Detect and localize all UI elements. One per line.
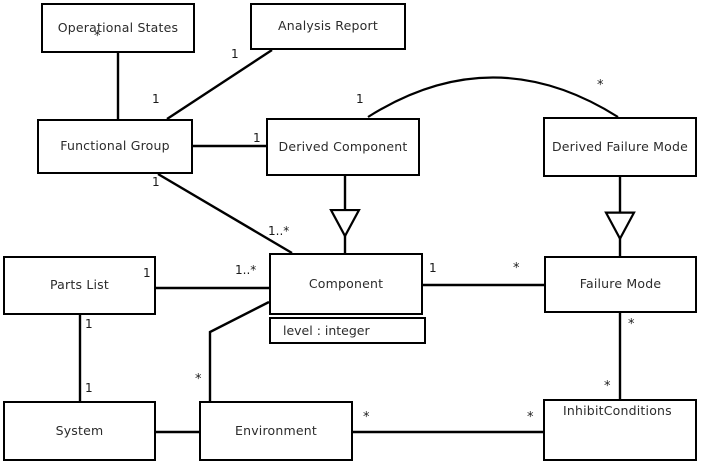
uml-class-environment[interactable]: Environment (199, 401, 353, 461)
multiplicity-label-mult-fm-inhibit: * (628, 317, 635, 332)
uml-class-operational-states[interactable]: Operational States (41, 3, 195, 53)
multiplicity-label-mult-opstates-fg: * (94, 29, 101, 44)
class-attribute-component-level: level : integer (269, 317, 426, 344)
class-name-parts-list: Parts List (49, 277, 109, 293)
class-name-failure-mode: Failure Mode (579, 276, 662, 292)
multiplicity-label-mult-system-partslist: 1 (85, 381, 93, 395)
class-name-derived-failure-mode: Derived Failure Mode (551, 138, 689, 154)
class-name-operational-states: Operational States (57, 19, 179, 35)
multiplicity-label-mult-component-fm: 1 (429, 261, 437, 275)
class-name-component: Component (308, 275, 384, 291)
class-name-environment: Environment (234, 422, 318, 438)
uml-class-parts-list[interactable]: Parts List (3, 256, 156, 315)
class-name-analysis-report: Analysis Report (278, 18, 378, 34)
uml-class-derived-failure-mode[interactable]: Derived Failure Mode (543, 117, 697, 177)
edge-component-environment (208, 300, 270, 401)
multiplicity-label-mult-environment-inhibit: * (363, 410, 370, 425)
multiplicity-label-mult-inhibit-fm: * (604, 379, 611, 394)
multiplicity-label-mult-fg-analysisreport: 1 (152, 92, 160, 106)
multiplicity-label-mult-inhibit-environment: * (527, 410, 534, 425)
multiplicity-label-mult-partslist: 1 (143, 266, 151, 280)
multiplicity-label-mult-fm-component: * (513, 261, 520, 276)
multiplicity-label-mult-analysisreport: 1 (231, 47, 239, 61)
uml-class-failure-mode[interactable]: Failure Mode (544, 256, 697, 313)
edge-analysisreport-functionalgroup (166, 48, 273, 121)
generalization-arrowhead-derivedcomponent-component (329, 208, 361, 239)
edge-derivedcomponent-derivedfailuremode (367, 76, 619, 118)
multiplicity-label-mult-component-partslist: 1..* (235, 263, 257, 277)
uml-class-component[interactable]: Component (269, 253, 423, 315)
uml-class-functional-group[interactable]: Functional Group (37, 119, 193, 174)
multiplicity-label-mult-derivedfm-arc: * (597, 78, 604, 93)
class-name-system: System (55, 422, 104, 438)
generalization-arrowhead-derivedfailuremode-failuremode (604, 211, 636, 241)
uml-class-derived-component[interactable]: Derived Component (266, 118, 420, 176)
multiplicity-label-mult-fg-derivedcomponent: 1 (253, 131, 261, 145)
multiplicity-label-mult-component-fg: 1..* (268, 224, 290, 238)
multiplicity-label-mult-partslist-system: 1 (85, 317, 93, 331)
multiplicity-label-mult-derivedcomponent-arc: 1 (356, 92, 364, 106)
uml-class-analysis-report[interactable]: Analysis Report (250, 3, 406, 50)
multiplicity-label-mult-fg-component: 1 (152, 175, 160, 189)
class-name-derived-component: Derived Component (278, 138, 408, 154)
class-name-functional-group: Functional Group (60, 138, 170, 154)
multiplicity-label-mult-environment-component: * (195, 372, 202, 387)
uml-class-system[interactable]: System (3, 401, 156, 461)
edge-functionalgroup-component (157, 172, 293, 255)
